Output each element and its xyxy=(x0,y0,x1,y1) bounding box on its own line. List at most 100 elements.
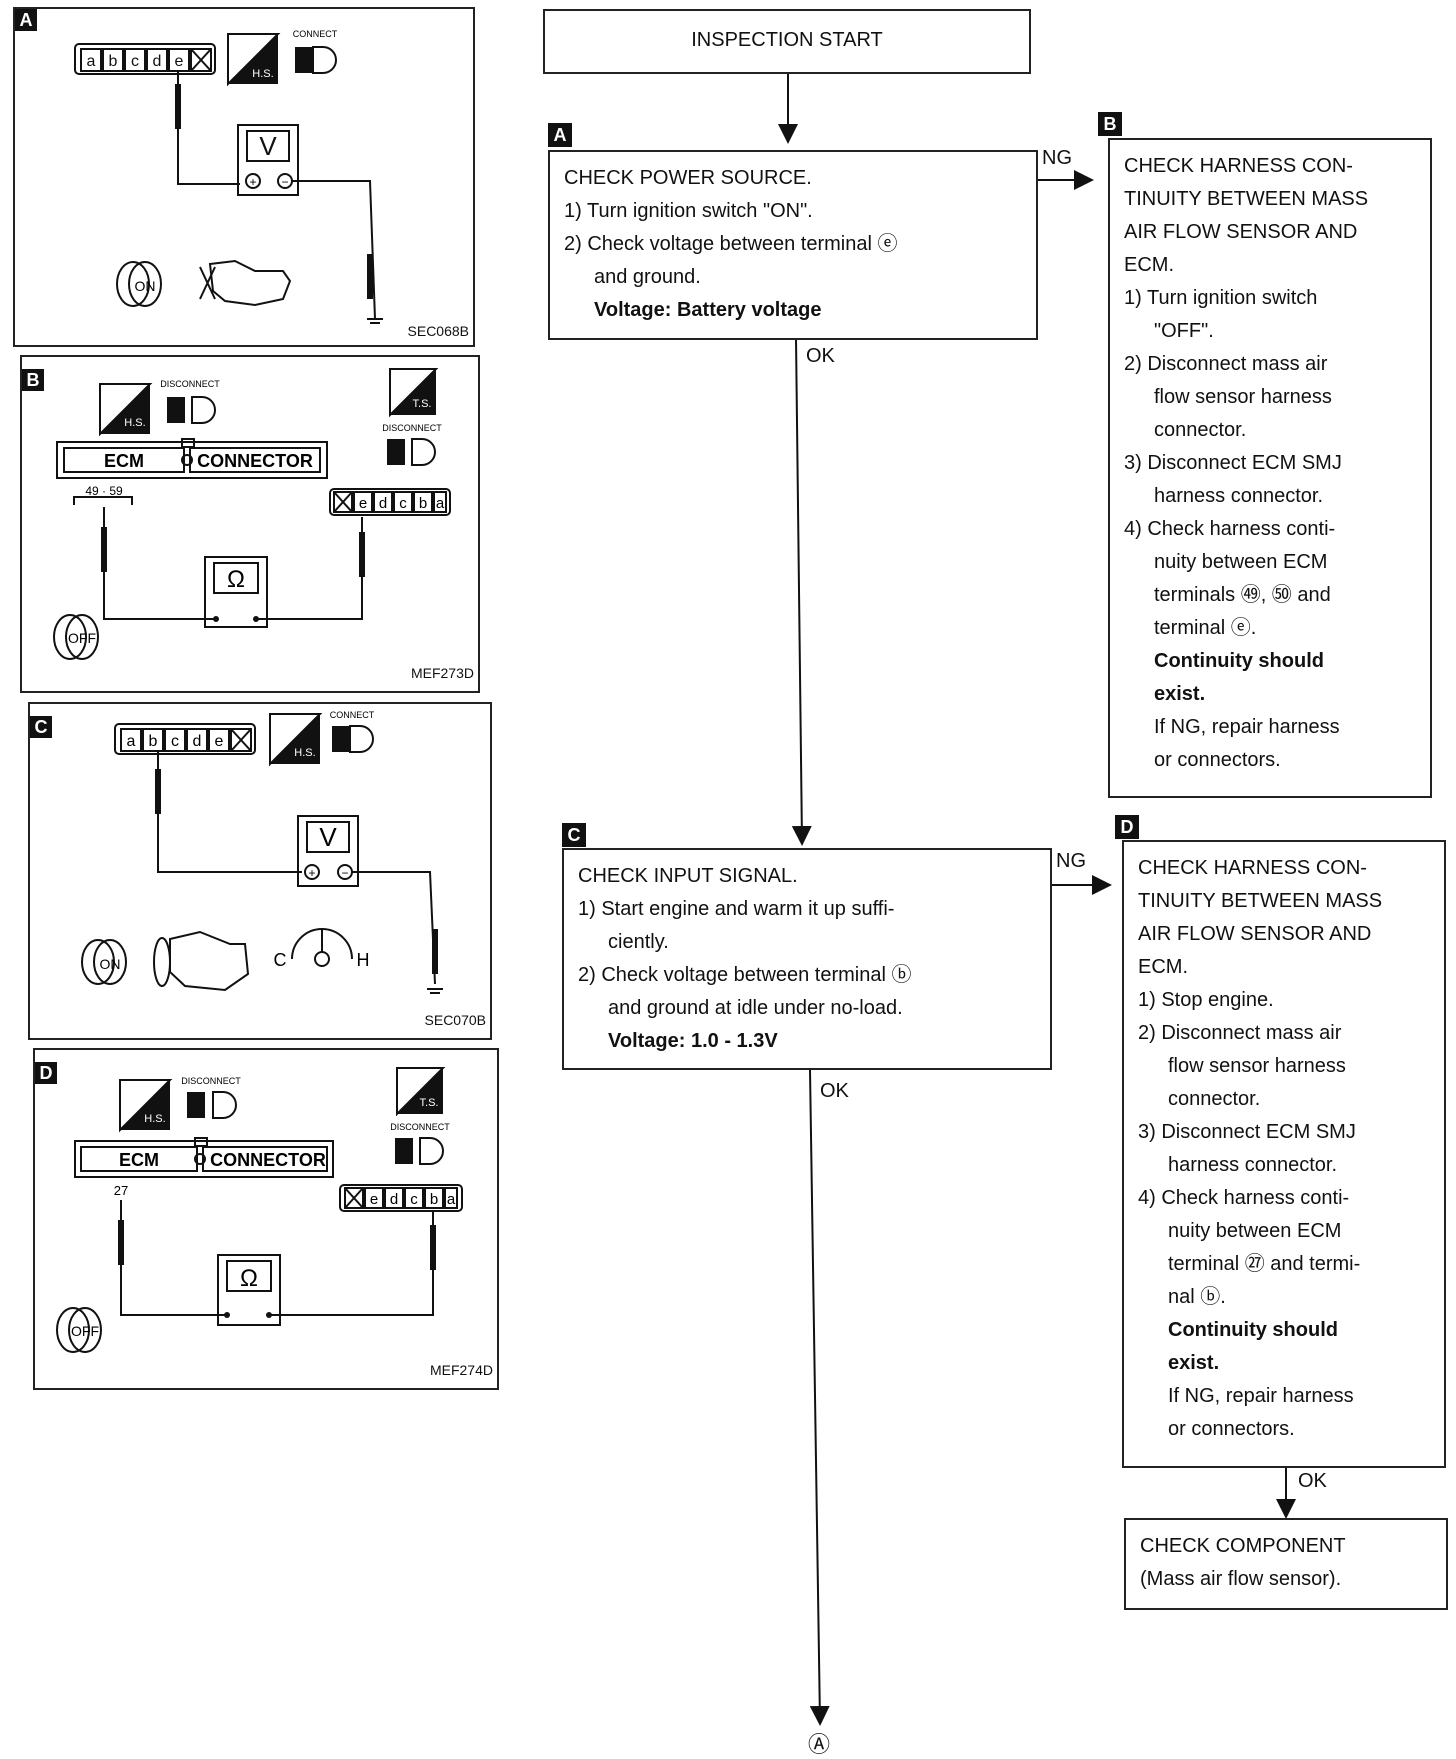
disconnect-label: DISCONNECT xyxy=(181,1076,241,1086)
step-line: connector. xyxy=(1168,1088,1261,1110)
figure-code: MEF274D xyxy=(429,1362,493,1378)
switch-label: ON xyxy=(100,956,121,972)
step-line: 2) Disconnect mass air xyxy=(1138,1022,1342,1044)
hs-label: H.S. xyxy=(144,1113,165,1125)
inspection-start-box: INSPECTION START xyxy=(543,9,1031,74)
pin-label: d xyxy=(379,495,387,512)
figure-a-drawing: V + − a b c d e ON H.S. CONNECT xyxy=(74,29,383,324)
terminal-label: 49 · 59 xyxy=(85,484,123,498)
step-tag-c: C xyxy=(562,823,586,847)
harness-continuity-box-b: CHECK HARNESS CON- TINUITY BETWEEN MASS … xyxy=(1108,138,1432,798)
ecm-label: ECM xyxy=(119,1150,159,1170)
switch-label: OFF xyxy=(71,1323,99,1339)
check-input-signal-box: CHECK INPUT SIGNAL. 1) Start engine and … xyxy=(562,848,1052,1070)
pin-label: a xyxy=(127,733,136,750)
figure-d: D H.S. DISCONNECT T.S. DISCONNECT xyxy=(33,1048,499,1390)
step-line: flow sensor harness xyxy=(1154,386,1332,408)
svg-text:+: + xyxy=(308,866,315,880)
step-title: TINUITY BETWEEN MASS xyxy=(1138,890,1383,912)
spec-line: Voltage: Battery voltage xyxy=(594,299,822,321)
pin-label: c xyxy=(131,53,139,70)
disconnect-label: DISCONNECT xyxy=(390,1122,450,1132)
gauge-cold-label: C xyxy=(274,950,287,970)
gauge-hot-label: H xyxy=(357,950,370,970)
repair-line: or connectors. xyxy=(1154,749,1281,771)
figure-c: C V + − a b c d xyxy=(28,702,492,1040)
step-tag-a: A xyxy=(548,123,572,147)
step-line: 1) Stop engine. xyxy=(1138,989,1274,1011)
pin-label: b xyxy=(149,733,158,750)
step-title: CHECK POWER SOURCE. xyxy=(564,167,812,189)
hs-label: H.S. xyxy=(294,747,315,759)
pin-label: c xyxy=(399,495,407,512)
step-line: 4) Check harness conti- xyxy=(1138,1187,1350,1209)
spec-line: Continuity should xyxy=(1154,650,1324,672)
step-line: 1) Turn ignition switch xyxy=(1124,287,1318,309)
connect-label: CONNECT xyxy=(293,29,338,39)
svg-text:−: − xyxy=(341,866,348,880)
step-line: flow sensor harness xyxy=(1168,1055,1346,1077)
pin-label: b xyxy=(419,495,427,512)
figure-tag: A xyxy=(15,9,37,31)
figure-code: SEC068B xyxy=(407,323,469,339)
switch-label: OFF xyxy=(68,630,96,646)
pin-label: a xyxy=(436,495,445,512)
step-line: 1) Start engine and warm it up suffi- xyxy=(578,898,895,920)
repair-line: If NG, repair harness xyxy=(1168,1385,1354,1407)
step-line: 2) Check voltage between terminal ⓔ xyxy=(564,233,898,255)
disconnect-label: DISCONNECT xyxy=(160,379,220,389)
figure-tag: C xyxy=(30,716,52,738)
ok-label: OK xyxy=(1298,1470,1327,1492)
figure-tag: D xyxy=(35,1062,57,1084)
step-line: terminal ⓔ. xyxy=(1154,617,1257,639)
connector-label: CONNECTOR xyxy=(210,1150,326,1170)
step-line: 3) Disconnect ECM SMJ xyxy=(1124,452,1342,474)
connect-label: CONNECT xyxy=(330,710,375,720)
step-title: CHECK HARNESS CON- xyxy=(1124,155,1353,177)
step-line: 2) Check voltage between terminal ⓑ xyxy=(578,964,912,986)
step-tag-d: D xyxy=(1115,815,1139,839)
start-label: INSPECTION START xyxy=(691,29,883,51)
ok-label: OK xyxy=(820,1080,849,1102)
hs-label: H.S. xyxy=(252,68,273,80)
ecm-label: ECM xyxy=(104,451,144,471)
step-line: 4) Check harness conti- xyxy=(1124,518,1336,540)
pin-label: c xyxy=(171,733,179,750)
step-title: ECM. xyxy=(1138,956,1188,978)
step-line: 3) Disconnect ECM SMJ xyxy=(1138,1121,1356,1143)
pin-label: e xyxy=(359,495,367,512)
check-component-box: CHECK COMPONENT (Mass air flow sensor). xyxy=(1124,1518,1448,1610)
step-title: TINUITY BETWEEN MASS xyxy=(1124,188,1369,210)
pin-label: b xyxy=(109,53,118,70)
check-power-source-box: CHECK POWER SOURCE. 1) Turn ignition swi… xyxy=(548,150,1038,340)
step-line: nuity between ECM xyxy=(1154,551,1328,573)
figure-b: B H.S. DISCONNECT T.S. DISCONNECT xyxy=(20,355,480,693)
spec-line: exist. xyxy=(1154,683,1206,705)
figure-b-drawing: H.S. DISCONNECT T.S. DISCONNECT xyxy=(53,368,451,660)
spec-line: exist. xyxy=(1168,1352,1220,1374)
meter-symbol: Ω xyxy=(240,1265,258,1292)
pin-label: d xyxy=(193,733,202,750)
pin-label: d xyxy=(153,53,162,70)
ts-label: T.S. xyxy=(420,1097,439,1109)
step-title: CHECK COMPONENT xyxy=(1140,1535,1346,1557)
pin-label: a xyxy=(447,1191,456,1208)
step-title: CHECK HARNESS CON- xyxy=(1138,857,1367,879)
ok-label: OK xyxy=(806,345,835,367)
repair-line: or connectors. xyxy=(1168,1418,1295,1440)
spec-line: Continuity should xyxy=(1168,1319,1338,1341)
meter-symbol: V xyxy=(319,822,337,852)
step-line: nuity between ECM xyxy=(1168,1220,1342,1242)
harness-continuity-box-d: CHECK HARNESS CON- TINUITY BETWEEN MASS … xyxy=(1122,840,1446,1468)
step-title: CHECK INPUT SIGNAL. xyxy=(578,865,798,887)
step-line: terminals ㊾, ㊿ and xyxy=(1154,584,1331,606)
continuation-ref: Ⓐ xyxy=(808,1732,831,1757)
step-line: nal ⓑ. xyxy=(1168,1286,1226,1308)
terminal-label: 27 xyxy=(114,1183,128,1198)
step-line: "OFF". xyxy=(1154,320,1214,342)
pin-label: b xyxy=(430,1191,438,1208)
ng-label: NG xyxy=(1056,850,1086,872)
pin-label: a xyxy=(87,53,96,70)
step-line: and ground. xyxy=(594,266,701,288)
